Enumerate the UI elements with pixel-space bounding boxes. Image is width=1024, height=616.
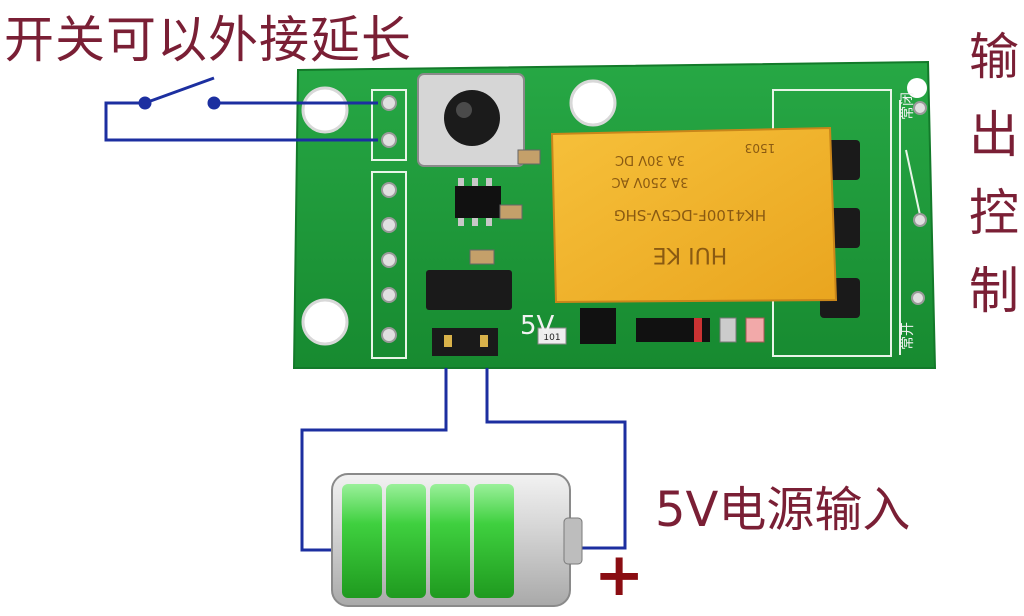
battery-plus-sign: +	[594, 540, 645, 610]
power-wiring	[300, 368, 627, 552]
nc-label: 常闭	[900, 92, 916, 120]
switch-wiring	[104, 76, 378, 142]
switch-extension-label: 开关可以外接延长	[4, 11, 412, 69]
power-input-label: 5V电源输入	[655, 482, 911, 538]
resistor-code: 101	[543, 333, 560, 343]
relay-date-code: 1503	[745, 141, 776, 155]
jumper-label: 5V	[520, 311, 555, 341]
output-control-char: 出	[969, 106, 1019, 164]
no-label: 常开	[900, 322, 916, 350]
relay: HK4100F-DC5V-SHG 3A 250V AC 3A 30V DC HU…	[550, 126, 838, 304]
relay-ac-rating: 3A 250V AC	[612, 174, 689, 189]
output-control-label: 输 出 控 制	[966, 18, 1022, 330]
output-control-char: 制	[969, 262, 1019, 320]
relay-model: HK4100F-DC5V-SHG	[614, 206, 766, 224]
output-control-char: 输	[969, 28, 1019, 86]
relay-brand: HUI KE	[653, 242, 727, 267]
relay-dc-rating: 3A 30V DC	[615, 152, 685, 167]
output-control-char: 控	[969, 184, 1019, 242]
battery-icon	[331, 473, 583, 607]
